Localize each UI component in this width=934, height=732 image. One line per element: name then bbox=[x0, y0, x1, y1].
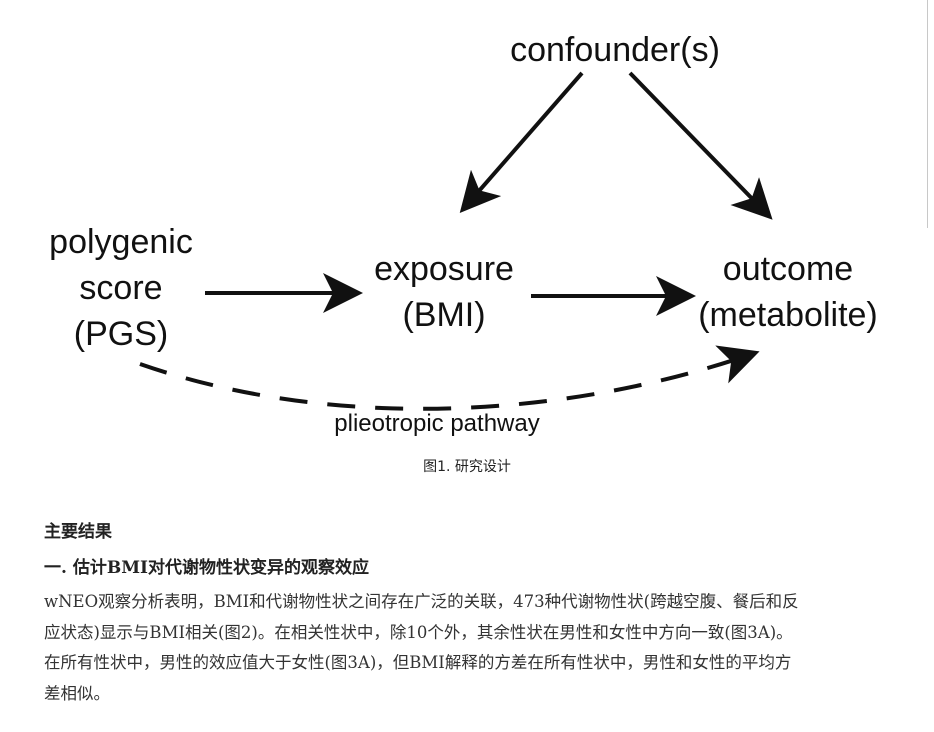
outcome-line-1: outcome bbox=[723, 250, 853, 288]
section-title: 主要结果 bbox=[44, 522, 112, 542]
pleiotropic-dashed-arrow bbox=[139, 345, 760, 411]
results-paragraph: wNEO观察分析表明，BMI和代谢物性状之间存在广泛的关联，473种代谢物性状(… bbox=[44, 587, 894, 709]
side-divider bbox=[927, 0, 928, 228]
paragraph-line: 在所有性状中，男性的效应值大于女性(图3A)，但BMI解释的方差在所有性状中，男… bbox=[44, 653, 792, 672]
arrow-confounder-to-exposure bbox=[459, 71, 584, 214]
pgs-line-2: score bbox=[79, 269, 162, 307]
arrow-confounder-to-outcome bbox=[628, 71, 773, 220]
study-design-diagram: confounder(s) polygenic score (PGS) expo… bbox=[49, 31, 878, 437]
exposure-line-1: exposure bbox=[374, 250, 514, 288]
exposure-line-2: (BMI) bbox=[402, 296, 485, 334]
pgs-line-3: (PGS) bbox=[74, 315, 168, 353]
outcome-node: outcome (metabolite) bbox=[698, 250, 878, 334]
pgs-line-1: polygenic bbox=[49, 223, 193, 261]
pleiotropic-pathway-label: plieotropic pathway bbox=[334, 410, 539, 437]
figure-caption: 图1. 研究设计 bbox=[423, 459, 511, 475]
subsection-title: 一. 估计BMI对代谢物性状变异的观察效应 bbox=[44, 558, 369, 578]
paragraph-line: 应状态)显示与BMI相关(图2)。在相关性状中，除10个外，其余性状在男性和女性… bbox=[44, 622, 793, 642]
confounder-node: confounder(s) bbox=[510, 31, 720, 69]
paragraph-line: wNEO观察分析表明，BMI和代谢物性状之间存在广泛的关联，473种代谢物性状(… bbox=[44, 592, 799, 611]
exposure-node: exposure (BMI) bbox=[374, 250, 514, 334]
paragraph-line: 差相似。 bbox=[44, 683, 110, 703]
pgs-node: polygenic score (PGS) bbox=[49, 223, 193, 353]
outcome-line-2: (metabolite) bbox=[698, 296, 878, 334]
